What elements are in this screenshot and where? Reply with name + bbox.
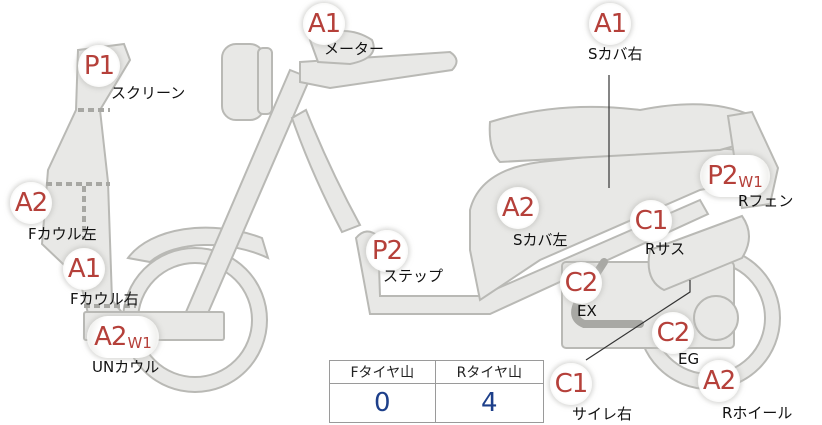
rear-tread-value: 4 — [434, 383, 545, 423]
tire-tread-table: Fタイヤ山 Rタイヤ山 0 4 — [329, 360, 545, 423]
grade-text: A2 — [702, 366, 736, 396]
grade-text: P2 — [371, 236, 403, 266]
seat — [488, 103, 758, 164]
part-label-silencer-right: サイレ右 — [572, 405, 633, 423]
grade-text: A1 — [593, 9, 627, 39]
part-label-step: ステップ — [383, 267, 444, 285]
rear-shock — [647, 214, 750, 292]
grade-marker-s-cover-right: A1 — [589, 3, 631, 45]
leader-line-silencer — [585, 280, 691, 361]
part-label-r-wheel: Rホイール — [722, 404, 793, 422]
grade-marker-f-cowl-right: A1 — [63, 248, 105, 290]
grade-marker-r-wheel: A2 — [698, 360, 740, 402]
part-label-exhaust: EX — [577, 302, 597, 320]
part-label-un-cowl: UNカウル — [92, 358, 160, 376]
front-tread-value: 0 — [329, 383, 436, 423]
grade-marker-s-cover-left: A2 — [497, 187, 539, 229]
part-label-s-cover-right: Sカバ右 — [588, 45, 643, 63]
grade-sub: W1 — [127, 334, 152, 352]
part-label-meter: メーター — [324, 40, 385, 58]
grade-text: C2 — [564, 268, 599, 298]
grade-marker-meter: A1 — [303, 3, 345, 45]
grade-text: P2 — [707, 161, 738, 191]
grade-marker-engine: C2 — [652, 312, 694, 354]
grade-text: C1 — [634, 206, 669, 236]
grade-marker-f-cowl-left: A2 — [10, 182, 52, 224]
front-tread-header: Fタイヤ山 — [329, 360, 436, 384]
part-label-f-cowl-left: Fカウル左 — [28, 225, 97, 243]
part-label-r-suspension: Rサス — [645, 240, 686, 258]
grade-sub: W1 — [738, 173, 763, 191]
rear-tread-header: Rタイヤ山 — [434, 360, 545, 384]
part-label-engine: EG — [678, 350, 700, 368]
part-label-screen: スクリーン — [111, 84, 186, 102]
grade-text: P1 — [83, 51, 115, 81]
part-label-r-fender: Rフェン — [738, 192, 794, 210]
grade-text: A1 — [67, 254, 101, 284]
part-label-f-cowl-right: Fカウル右 — [70, 290, 139, 308]
grade-marker-screen: P1 — [78, 45, 120, 87]
grade-text: A2 — [501, 193, 535, 223]
grade-marker-silencer-right: C1 — [550, 363, 592, 405]
headlight-rim — [257, 47, 273, 115]
grade-marker-exhaust: C2 — [560, 262, 602, 304]
grade-text: C2 — [656, 318, 691, 348]
part-label-s-cover-left: Sカバ左 — [513, 231, 568, 249]
frame-tube — [290, 108, 362, 234]
grade-text: C1 — [554, 369, 589, 399]
grade-text: A2 — [14, 188, 48, 218]
grade-marker-r-suspension: C1 — [630, 200, 672, 242]
side-cover — [469, 144, 754, 302]
grade-text: A2 — [94, 322, 127, 352]
rear-hub — [693, 295, 739, 341]
grade-marker-step: P2 — [366, 230, 408, 272]
grade-text: A1 — [307, 9, 341, 39]
